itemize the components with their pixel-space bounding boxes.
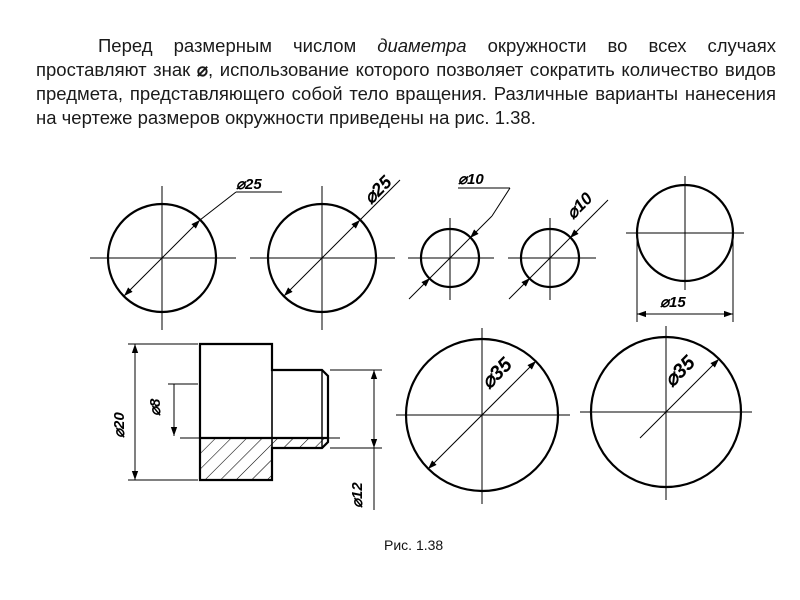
circle-7-dia35-half: ⌀35	[580, 326, 752, 500]
circle-6-dia35-inline: ⌀35	[396, 328, 570, 504]
dim-label-part-step: ⌀12	[349, 482, 366, 508]
dim-label-c5: ⌀15	[660, 294, 686, 311]
diameter-symbol: ⌀	[196, 59, 209, 80]
text-part-3: , использование которого позволяет сокра…	[36, 59, 776, 128]
dim-label-c1: ⌀25	[236, 176, 262, 193]
dim-label-part-total: ⌀20	[111, 412, 128, 438]
dim-label-c2: ⌀25	[360, 171, 397, 208]
text-part-1: Перед размерным числом	[98, 35, 378, 56]
dim-label-c6: ⌀35	[477, 353, 517, 393]
circle-1-dia25-leader: ⌀25	[90, 176, 282, 330]
dim-label-part-hole: ⌀8	[147, 398, 164, 416]
stepped-part: ⌀20 ⌀8 ⌀12	[111, 342, 382, 510]
dim-label-c3: ⌀10	[458, 171, 484, 188]
circle-4-dia10-inline: ⌀10	[508, 188, 609, 300]
text-diameter-word: диаметра	[377, 35, 467, 56]
circle-2-dia25-inline: ⌀25	[250, 171, 401, 330]
circle-3-dia10-leader: ⌀10	[408, 171, 511, 300]
dim-label-c4: ⌀10	[562, 188, 596, 222]
figure-caption: Рис. 1.38	[384, 537, 443, 553]
circle-5-dia15-horizontal: ⌀15	[626, 176, 744, 322]
intro-paragraph: Перед размерным числом диаметра окружнос…	[36, 34, 776, 130]
text-part-2: окружности во всех случаях проставляют з…	[36, 35, 776, 80]
